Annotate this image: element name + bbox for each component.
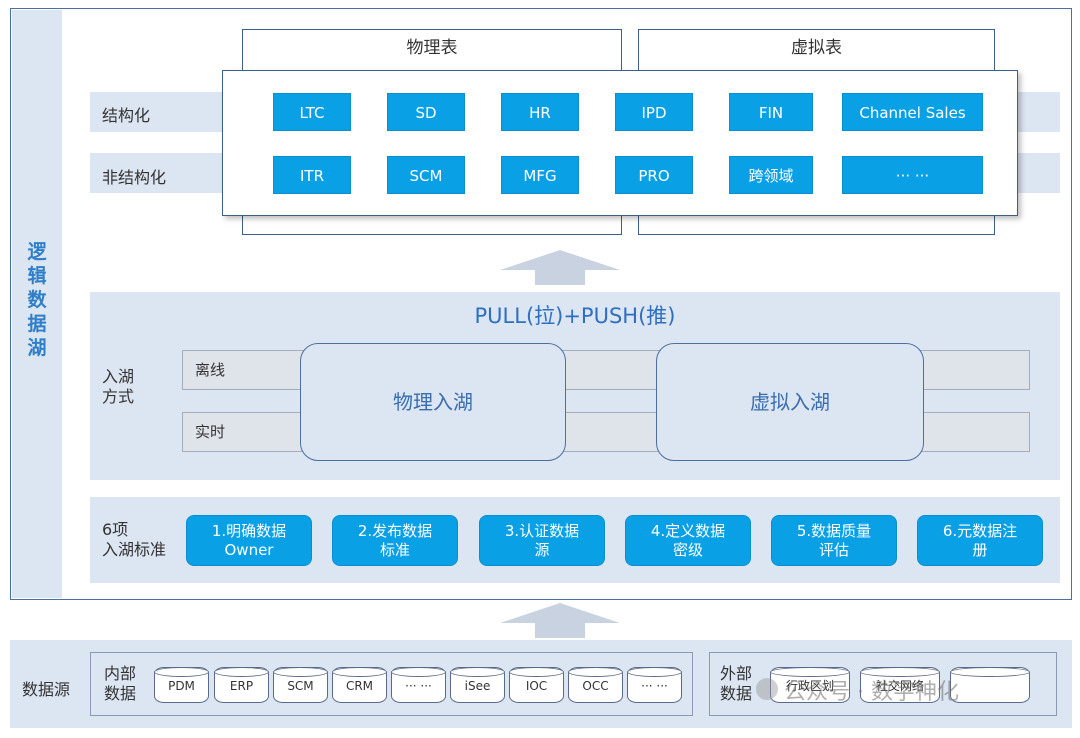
domain-scm: SCM <box>387 156 465 194</box>
side-bar <box>12 10 62 598</box>
source-ioc: IOC <box>509 667 564 703</box>
standard-item-4: 4.定义数据密级 <box>625 515 751 566</box>
wechat-icon <box>756 678 778 700</box>
source-scm: SCM <box>273 667 328 703</box>
side-title: 逻 辑 数 据 湖 <box>27 241 47 359</box>
source-more-2: ··· ··· <box>627 667 682 703</box>
standard-item-2: 2.发布数据标准 <box>332 515 458 566</box>
domain-hr: HR <box>501 93 579 131</box>
ingest-title: PULL(拉)+PUSH(推) <box>474 304 676 328</box>
source-social-network: 社交网络 <box>860 667 940 703</box>
domain-fin: FIN <box>729 93 813 131</box>
ingest-method-label: 入湖 方式 <box>102 367 135 406</box>
external-data-label: 外部 数据 <box>720 664 753 703</box>
virtual-table-tab: 虚拟表 <box>638 29 995 71</box>
source-crm: CRM <box>332 667 387 703</box>
source-admin-division: 行政区划 <box>770 667 850 703</box>
domain-sd: SD <box>387 93 465 131</box>
domain-ipd: IPD <box>615 93 693 131</box>
source-pdm: PDM <box>154 667 209 703</box>
domain-ltc: LTC <box>273 93 351 131</box>
physical-table-tab: 物理表 <box>242 29 622 71</box>
watermark: 公众号 · 数字神化 <box>784 680 959 705</box>
data-source-label: 数据源 <box>22 680 71 699</box>
source-up-arrow-icon <box>500 603 620 623</box>
unstructured-label: 非结构化 <box>102 168 167 187</box>
up-arrow-stem <box>535 269 585 285</box>
domain-more: ··· ··· <box>842 156 983 194</box>
up-arrow-icon <box>500 250 620 270</box>
domain-mfg: MFG <box>501 156 579 194</box>
physical-ingest-box: 物理入湖 <box>300 343 566 461</box>
domain-channel-sales: Channel Sales <box>842 93 983 131</box>
domain-cross: 跨领域 <box>729 156 813 194</box>
standard-item-5: 5.数据质量评估 <box>771 515 897 566</box>
domain-itr: ITR <box>273 156 351 194</box>
source-occ: OCC <box>568 667 623 703</box>
standard-item-3: 3.认证数据源 <box>479 515 605 566</box>
source-up-arrow-stem <box>535 622 585 638</box>
structured-label: 结构化 <box>102 106 151 125</box>
standards-label: 6项 入湖标准 <box>102 520 167 559</box>
source-erp: ERP <box>214 667 269 703</box>
virtual-ingest-box: 虚拟入湖 <box>656 343 924 461</box>
source-external-more <box>950 667 1030 703</box>
internal-data-label: 内部 数据 <box>104 664 137 703</box>
source-more-1: ··· ··· <box>391 667 446 703</box>
source-isee: iSee <box>450 667 505 703</box>
standard-item-6: 6.元数据注册 <box>917 515 1043 566</box>
domain-pro: PRO <box>615 156 693 194</box>
